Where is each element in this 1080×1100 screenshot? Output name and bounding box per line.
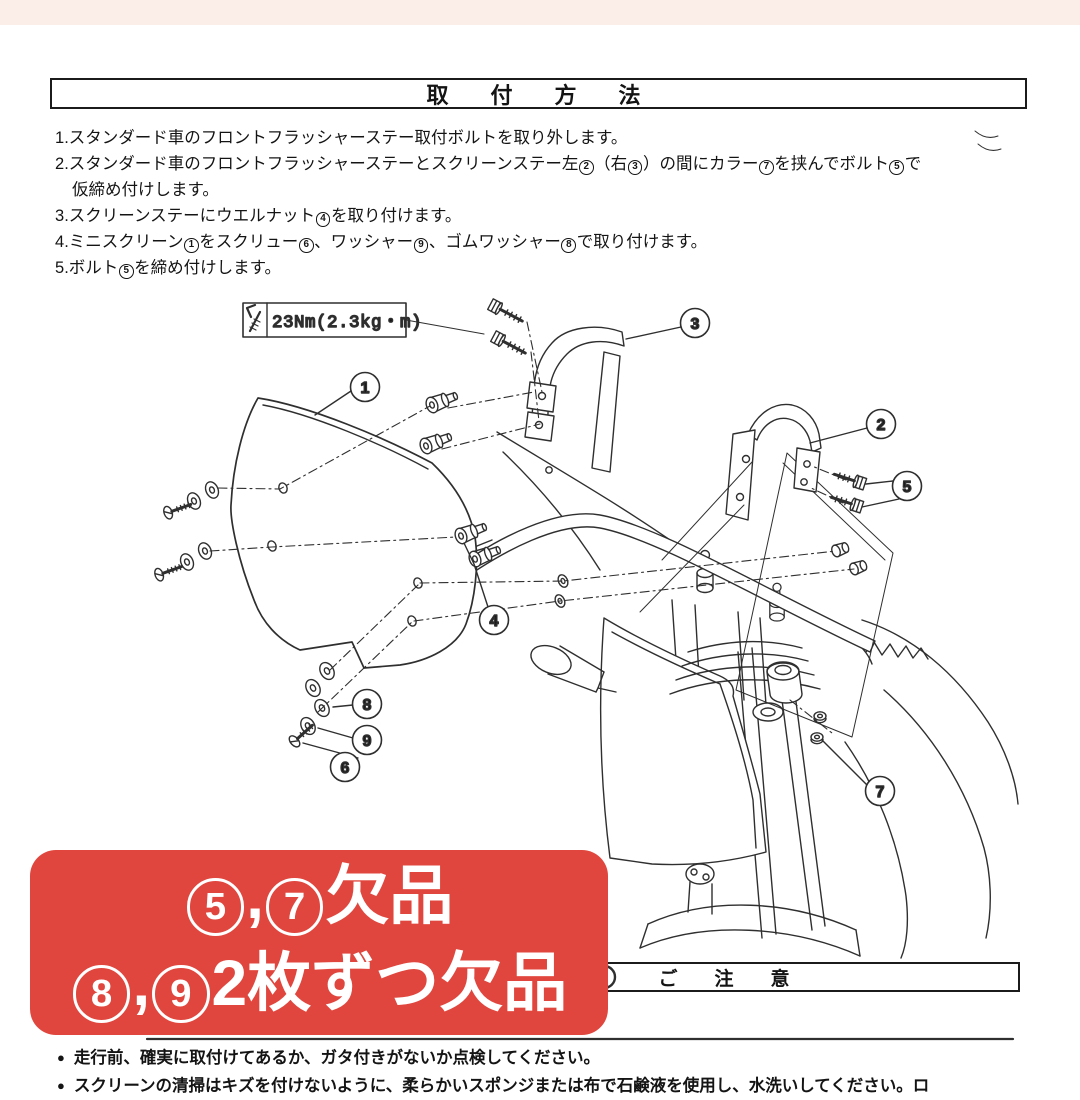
svg-text:3: 3 (691, 316, 700, 333)
callouts: 1 2 3 4 5 6 7 8 9 (302, 307, 923, 807)
cable-zigzag (865, 641, 929, 660)
torque-wrench-icon (245, 303, 262, 333)
caution-text: スクリーンの清掃はキズを付けないように、柔らかいスポンジまたは布で石鹸液を使用し… (73, 1077, 930, 1095)
flasher-lamp (530, 644, 617, 693)
svg-text:4: 4 (490, 613, 499, 630)
callout-6: 6 (302, 742, 361, 783)
bolts-part-5 (486, 298, 868, 514)
scan-marks (974, 130, 1002, 151)
svg-text:9: 9 (363, 733, 372, 750)
svg-text:6: 6 (341, 760, 350, 777)
mount-boss (849, 560, 868, 576)
bullet-icon: ● (57, 1078, 65, 1093)
installation-steps: 1.スタンダード車のフロントフラッシャーステー取付ボルトを取り外します。 2.ス… (55, 125, 921, 281)
callout-8: 8 (332, 688, 383, 720)
callout-4: 4 (463, 542, 510, 636)
callout-1: 1 (314, 371, 381, 416)
riser-stud (696, 549, 714, 594)
washers-parts-8-9 (179, 481, 569, 736)
section-title: 取 付 方 法 (426, 82, 651, 108)
handlebar (446, 513, 876, 653)
svg-text:7: 7 (876, 784, 885, 801)
collars-part-7 (810, 711, 827, 745)
caution-item: ● 走行前、確実に取付けてあるか、ガタ付きがないか点検してください。 (57, 1044, 1037, 1072)
caution-list: ● 走行前、確実に取付けてあるか、ガタ付きがないか点検してください。 ● スクリ… (57, 1044, 1037, 1100)
screws-part-6 (154, 502, 314, 748)
callout-5: 5 (861, 470, 923, 508)
caution-text: 走行前、確実に取付けてあるか、ガタ付きがないか点検してください。 (73, 1049, 601, 1067)
svg-text:1: 1 (361, 380, 370, 397)
headlight-plate (599, 617, 767, 866)
screen-stay-part-3 (524, 326, 625, 473)
screen-stay-part-2 (639, 403, 822, 613)
torque-value: 23Nm(2.3kg・m) (272, 313, 422, 333)
installed-screen-outline (735, 452, 894, 738)
step-line: 1.スタンダード車のフロントフラッシャーステー取付ボルトを取り外します。 (55, 129, 628, 147)
callout-3: 3 (625, 307, 711, 340)
wellnuts-part-4 (419, 391, 502, 568)
torque-spec-label: 23Nm(2.3kg・m) (242, 302, 485, 338)
caution-item: ● スクリーンの清掃はキズを付けないように、柔らかいスポンジまたは布で石鹸液を使… (57, 1072, 1037, 1100)
bullet-icon: ● (57, 1050, 65, 1065)
assembly-axes (209, 321, 855, 734)
step-line-continuation: 仮締め付けします。 (72, 181, 219, 199)
svg-text:5: 5 (903, 479, 912, 496)
svg-text:2: 2 (877, 417, 886, 434)
scan-top-strip (0, 0, 1080, 25)
callout-9: 9 (317, 724, 383, 756)
callout-7: 7 (821, 739, 896, 807)
windscreen-part-1 (230, 397, 478, 669)
caution-title: ご 注 意 (658, 968, 799, 990)
svg-text:8: 8 (363, 697, 372, 714)
callout-2: 2 (809, 408, 897, 444)
section-title-box: 取 付 方 法 (50, 78, 1027, 109)
riser-stud (769, 582, 785, 622)
mount-boss (831, 542, 850, 558)
gauge (766, 661, 803, 704)
